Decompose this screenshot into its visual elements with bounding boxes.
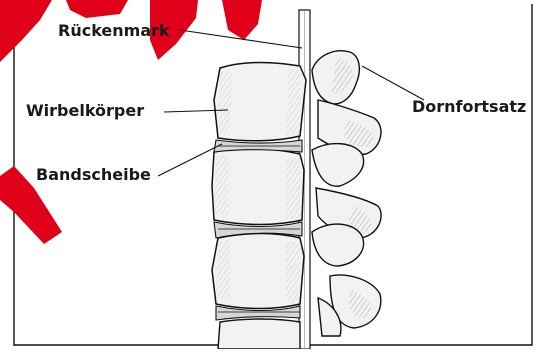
lower-vertebra-stub [218,319,300,349]
label-spinous-process: Dornfortsatz [412,98,526,116]
label-vertebral-body: Wirbelkörper [26,102,144,120]
leader-line-spinous-process [362,66,424,100]
spinous-processes [312,51,381,336]
label-spinal-cord: Rückenmark [58,22,170,40]
label-disc: Bandscheibe [36,166,151,184]
